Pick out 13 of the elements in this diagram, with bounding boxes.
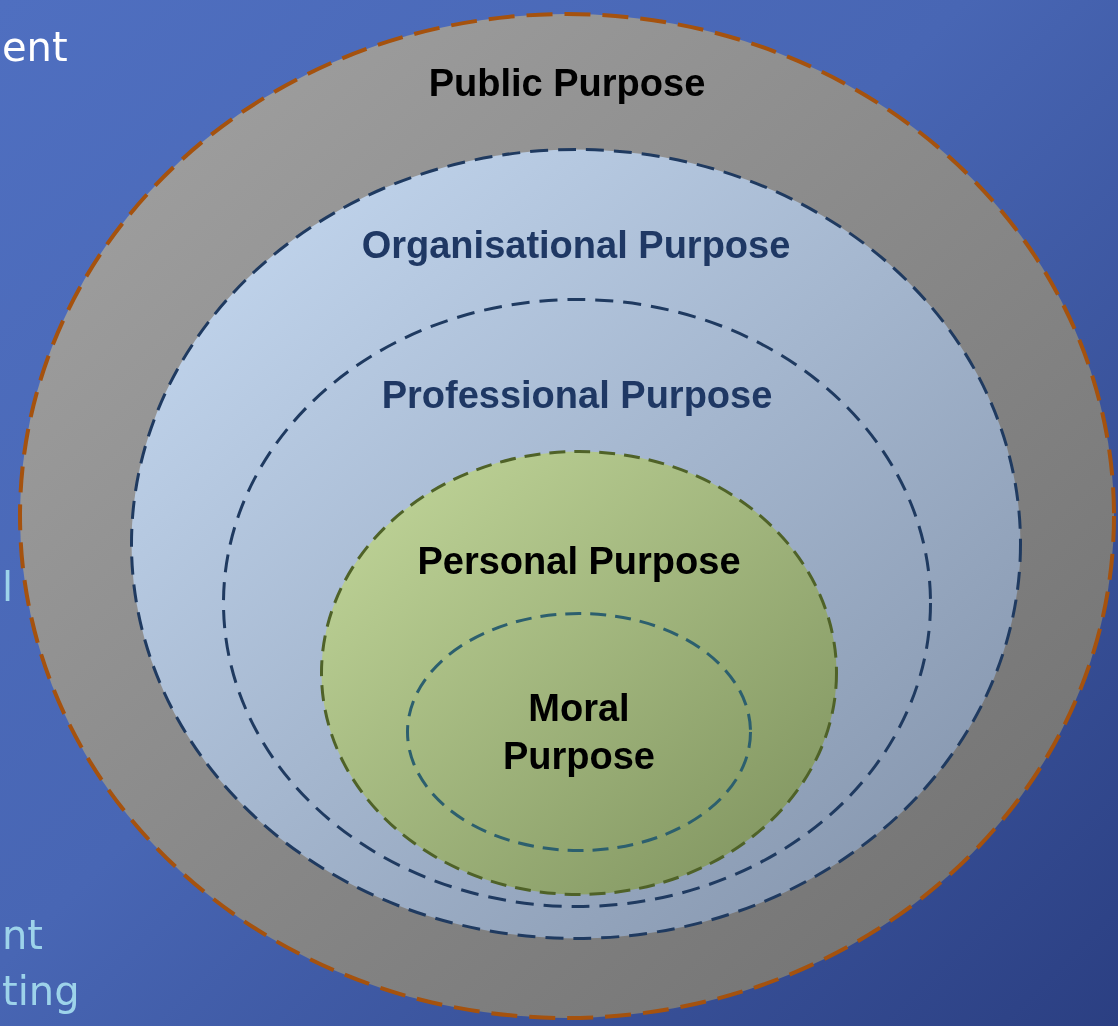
region-label: Organisational Purpose xyxy=(361,223,791,268)
region-label: Personal Purpose xyxy=(417,539,741,584)
cut-off-text: nt xyxy=(2,912,44,958)
ellipse-region xyxy=(130,148,1022,940)
ellipse-region xyxy=(222,298,932,908)
cut-off-text: l xyxy=(2,564,14,610)
ellipse-region xyxy=(320,450,838,896)
region-label: Moral Purpose xyxy=(501,685,656,779)
cut-off-text: ent xyxy=(2,24,68,70)
region-label: Professional Purpose xyxy=(381,373,773,418)
cut-off-text: ting xyxy=(2,968,80,1014)
ellipse-region xyxy=(406,612,752,852)
region-label: Public Purpose xyxy=(428,61,706,106)
